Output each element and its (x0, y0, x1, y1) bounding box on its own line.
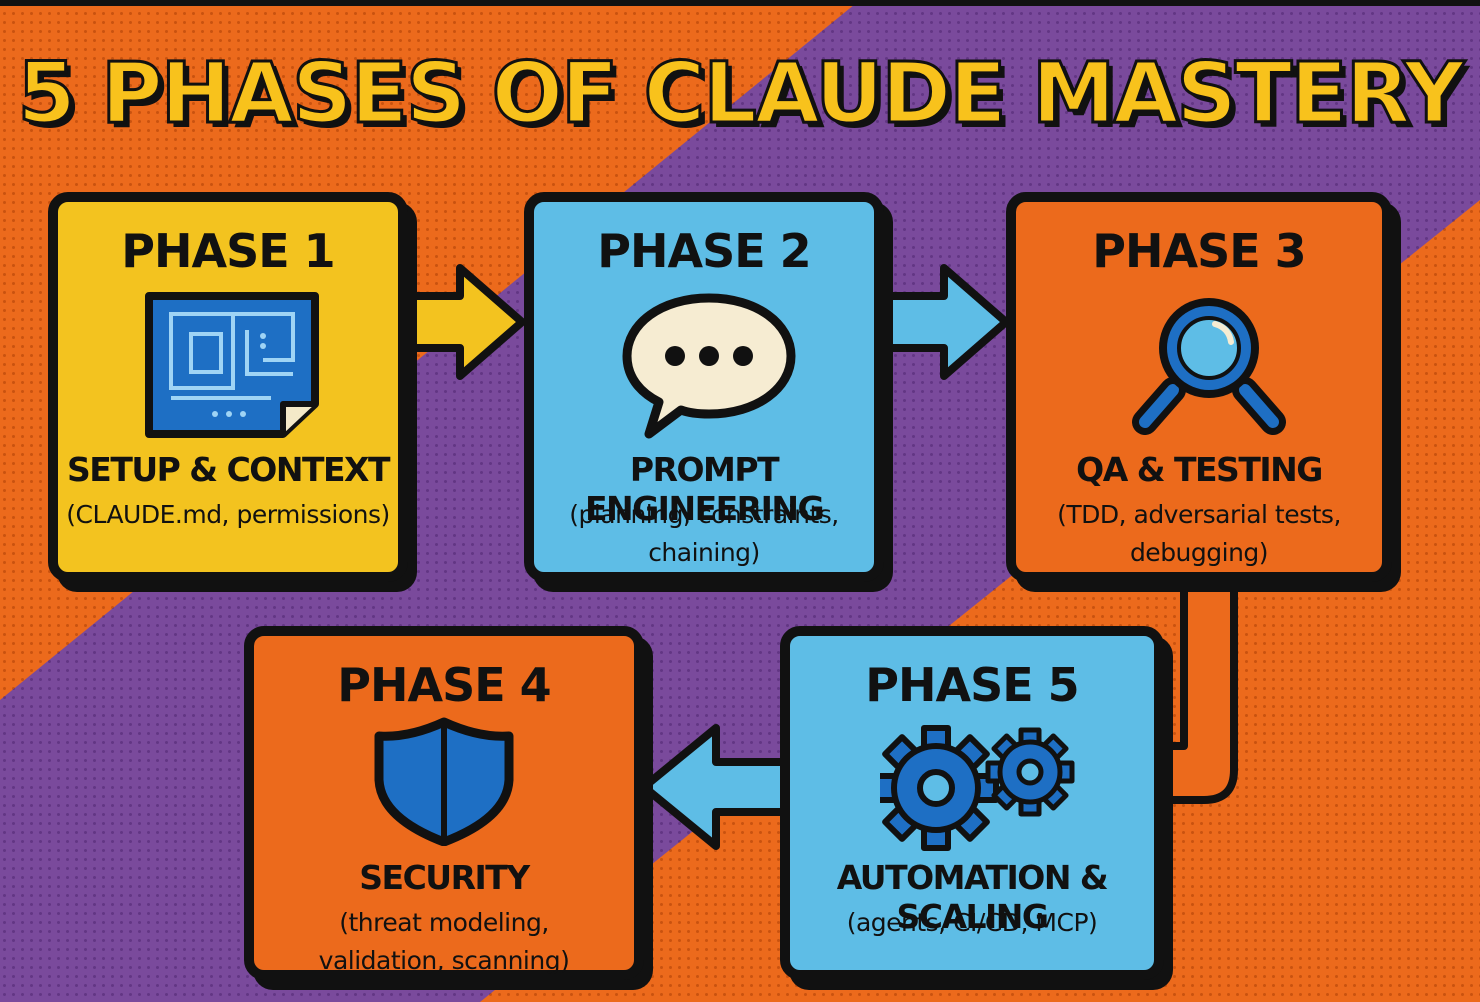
phase-3-card: PHASE 3 QA & TESTING (TDD, adversarial t… (1006, 192, 1392, 582)
phase-3-details: (TDD, adversarial tests, debugging) (1057, 500, 1341, 567)
phase-3-name: QA & TESTING (1076, 450, 1323, 489)
phase-4-details: (threat modeling, validation, scanning) (318, 908, 570, 975)
phase-5-details: (agents, CI/CD, MCP) (846, 908, 1098, 937)
arrow-phase2-to-phase3 (874, 264, 1010, 380)
magnifying-glass-icon (1132, 298, 1286, 435)
connector-phase3-to-phase5 (1154, 570, 1238, 804)
blueprint-icon (145, 292, 319, 438)
phase-5-name: AUTOMATION & SCALING (836, 858, 1109, 936)
phase-1-card: PHASE 1 SETUP & CONTEXT (CLAUDE.md, perm… (48, 192, 408, 582)
phase-4-name: SECURITY (359, 858, 530, 897)
diagram-title: 5 PHASES OF CLAUDE MASTERY (16, 43, 1466, 144)
phase-2-details: (planning, constraints, chaining) (569, 500, 839, 567)
phase-5-label: PHASE 5 (865, 658, 1079, 712)
arrow-phase1-to-phase2 (400, 264, 526, 380)
phase-5-card: PHASE 5 (780, 626, 1164, 980)
phase-2-label: PHASE 2 (597, 224, 811, 278)
phase-1-name: SETUP & CONTEXT (67, 450, 390, 489)
chat-bubble-icon (622, 293, 796, 439)
phase-4-label: PHASE 4 (337, 658, 551, 712)
arrow-phase5-to-phase4 (640, 724, 796, 850)
phase-2-card: PHASE 2 PROMPT ENGINEERING (planning, co… (524, 192, 884, 582)
phase-4-card: PHASE 4 SECURITY (threat modeling, valid… (244, 626, 644, 980)
phase-3-label: PHASE 3 (1092, 224, 1306, 278)
phase-1-details: (CLAUDE.md, permissions) (66, 500, 390, 529)
gears-icon (880, 725, 1075, 851)
shield-icon (374, 717, 514, 846)
phase-2-name: PROMPT ENGINEERING (584, 450, 825, 528)
phase-1-label: PHASE 1 (121, 224, 335, 278)
